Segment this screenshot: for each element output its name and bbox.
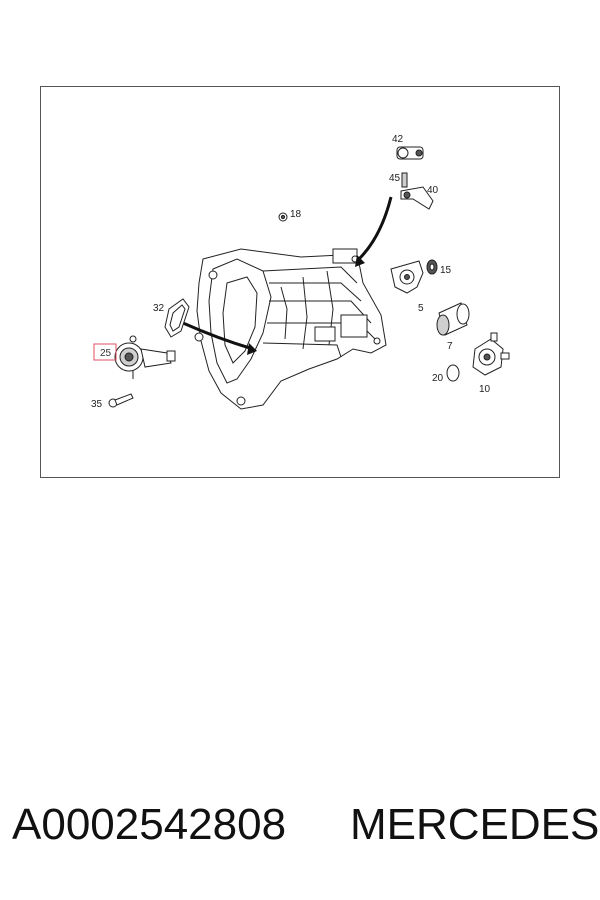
product-caption: A0002542808 MERCEDES [0,800,600,860]
callout-10: 10 [479,384,491,395]
callout-7: 7 [447,341,453,352]
part-5-flange [390,260,424,294]
part-42-shift-finger [396,146,424,160]
part-45-pin [401,172,408,188]
transmission-exploded-diagram: 42 45 40 18 5 15 [91,134,510,410]
part-35-bolt [108,393,134,408]
arrow-32-to-housing [182,321,254,351]
part-20-circlip [446,364,460,382]
arrowhead-icon [247,343,257,355]
brand-name: MERCEDES [350,800,600,849]
callout-45: 45 [389,173,401,184]
part-32-gasket [164,298,190,338]
part-25-clutch-slave-cylinder [114,335,176,379]
part-15-seal [426,259,438,275]
callout-15: 15 [440,265,452,276]
part-7-gear [436,302,470,336]
arrowhead-icon [355,255,365,267]
gearbox-housing [194,248,387,410]
arrow-40-to-housing [357,196,393,261]
callout-5: 5 [418,303,424,314]
callout-25: 25 [100,348,112,359]
diagram-frame: 42 45 40 18 5 15 [40,86,560,478]
callout-20: 20 [432,373,444,384]
callout-35: 35 [91,399,103,410]
callout-18: 18 [290,209,302,220]
part-40-lever [400,186,434,210]
callout-42: 42 [392,134,404,145]
part-number: A0002542808 [12,800,287,849]
callout-40: 40 [427,185,439,196]
callout-32: 32 [153,303,165,314]
part-10-coupling-flange [472,332,510,376]
callout-25-highlight-box [93,343,117,361]
part-18-plug [278,212,288,222]
